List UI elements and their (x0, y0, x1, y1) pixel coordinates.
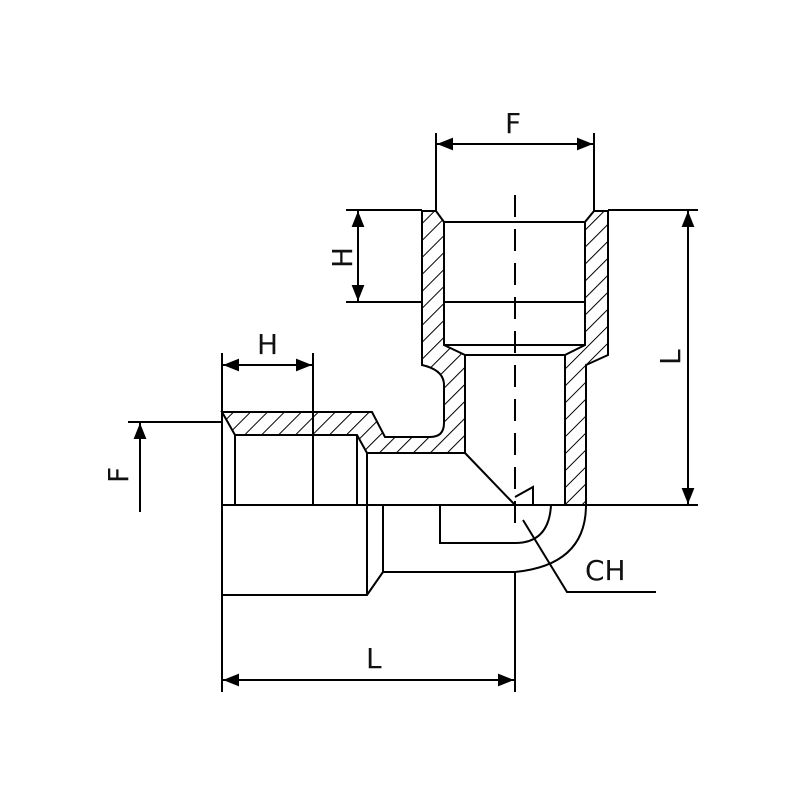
label-h-horizontal: H (257, 328, 278, 361)
dimension-l-bottom: L (221, 572, 516, 692)
label-f-left: F (102, 467, 135, 483)
dimension-f-left: F (102, 421, 222, 512)
dimension-l-right: L (608, 209, 698, 504)
dimension-h-vertical: H (326, 209, 422, 303)
dimension-f-top: F (435, 107, 595, 212)
left-section-wall (220, 210, 466, 454)
ch-leader (522, 519, 656, 593)
bore-lines (221, 221, 585, 595)
label-f-top: F (505, 107, 521, 140)
lower-outline (222, 504, 587, 596)
right-section-wall (564, 210, 609, 506)
label-h-vertical: H (326, 247, 359, 268)
dimension-h-horizontal: H (221, 328, 314, 412)
label-l-bottom: L (366, 642, 382, 675)
label-l-right: L (654, 349, 687, 365)
label-ch: CH (585, 554, 626, 587)
